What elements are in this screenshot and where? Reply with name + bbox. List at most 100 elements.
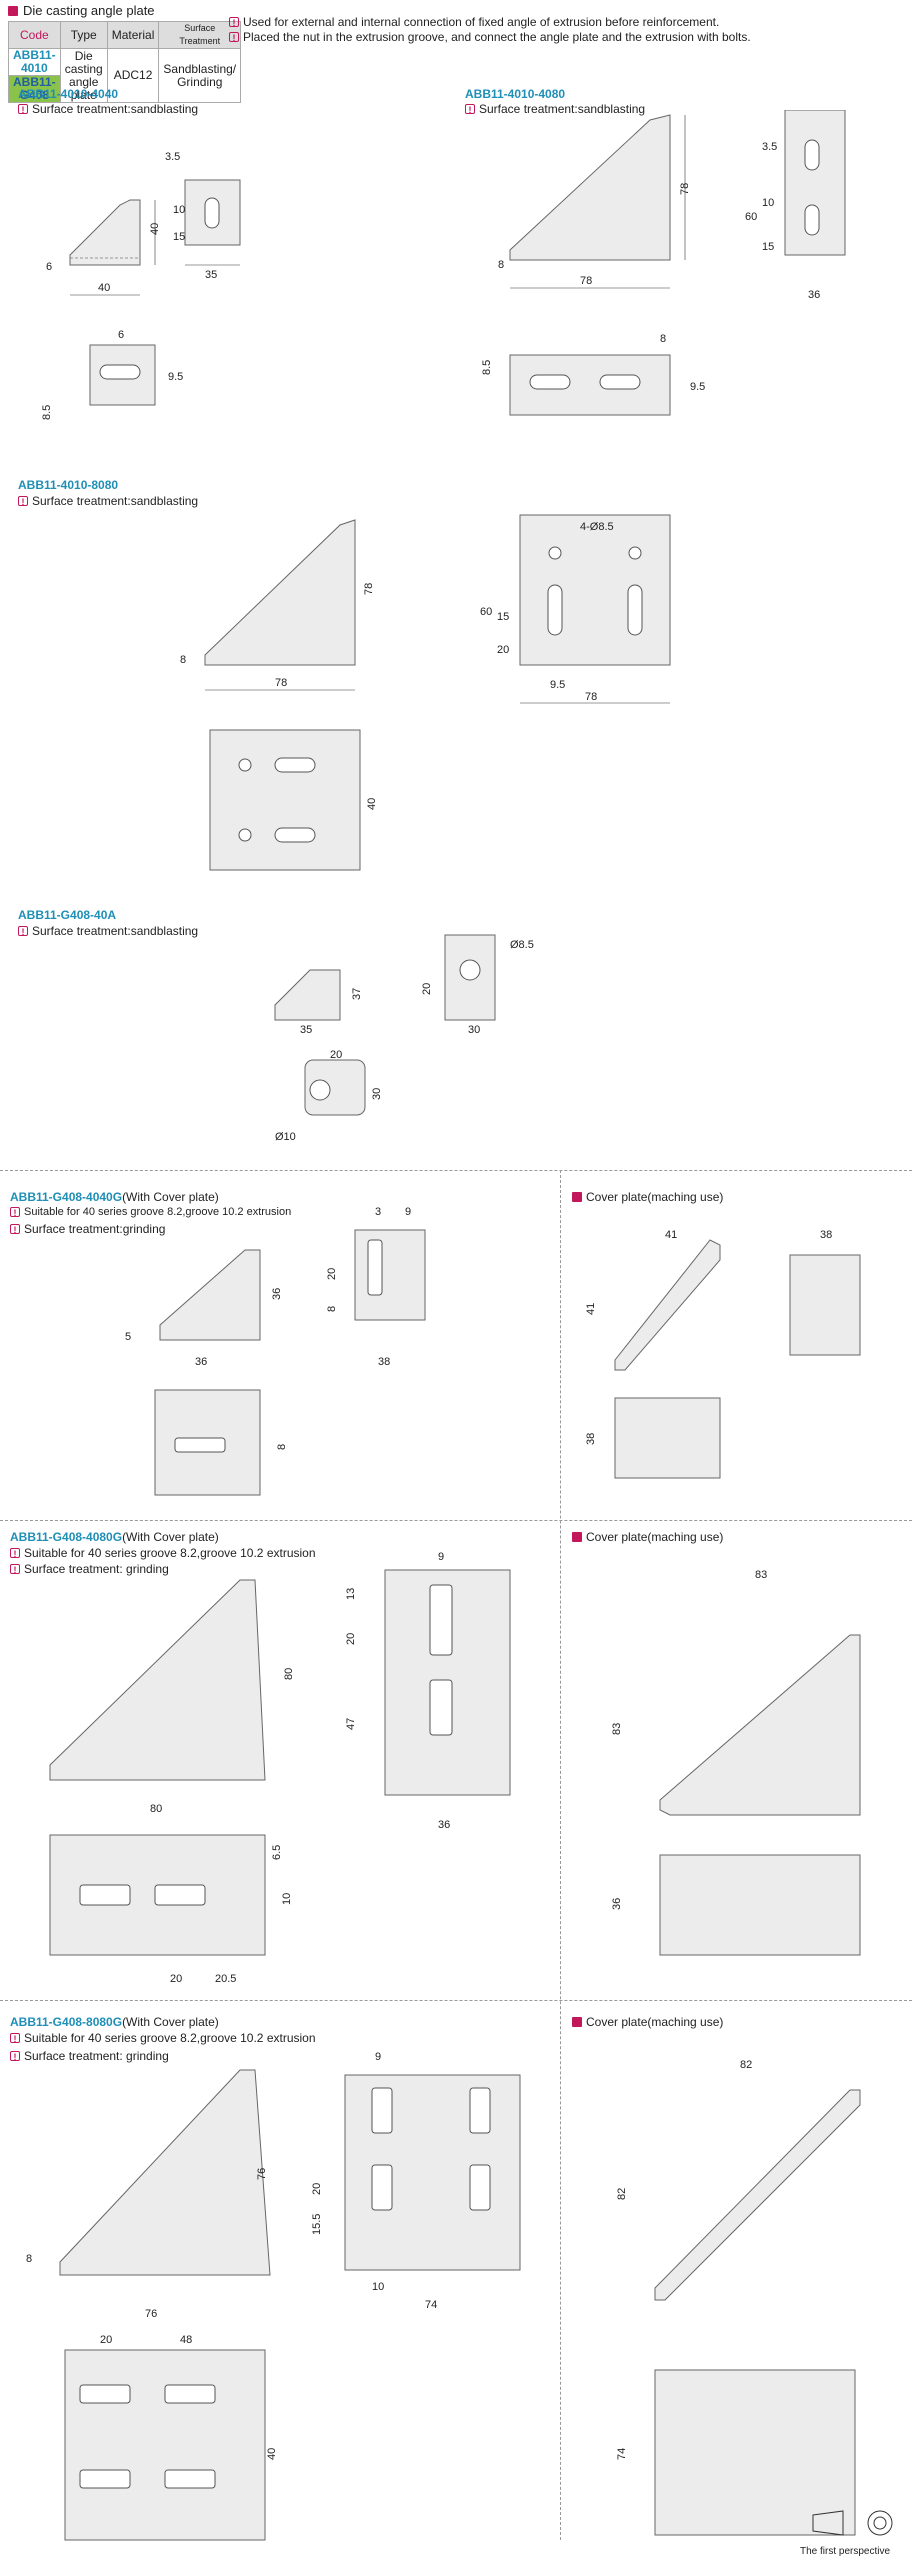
section-note: !Surface treatment:grinding [10, 1222, 165, 1236]
dim-label: 78 [580, 275, 592, 287]
drawing-4010-4080: 78 8 78 5 3.5 60 10 15 36 [498, 110, 846, 301]
bullet-square-icon [572, 2017, 582, 2027]
dim-label: 9 [375, 2051, 381, 2063]
dim-label: 20 [311, 2183, 323, 2195]
cover-plate-8080g: 82 82 74 [616, 2059, 861, 2536]
dim-label: 6.5 [271, 1845, 283, 1860]
drawing-g408-4040g: 36 5 36 3 9 20 8 38 8 [125, 1206, 426, 1496]
dim-label: 10 [372, 2281, 384, 2293]
dim-label: 8 [26, 2253, 32, 2265]
dim-label: 47 [345, 1718, 357, 1730]
cover-plate-label: Cover plate(maching use) [572, 2015, 723, 2029]
dim-label: 78 [275, 677, 287, 689]
dim-label: 40 [149, 223, 161, 235]
code-1: ABB11-4010 [8, 48, 61, 76]
dim-label: 8.5 [481, 360, 493, 375]
section-note: !Surface treatment:sandblasting [18, 924, 198, 938]
cover-plate-4040g: 41 41 38 38 [585, 1229, 861, 1479]
col-surface: Surface Treatment [158, 21, 242, 49]
section-note: !Suitable for 40 series groove 8.2,groov… [10, 1546, 316, 1560]
dim-label: 15 [173, 231, 185, 243]
dim-label: 9.5 [690, 381, 705, 393]
section-note: !Surface treatment: grinding [10, 1562, 169, 1576]
dim-label: 36 [611, 1898, 623, 1910]
section-note: !Surface treatment: grinding [10, 2049, 169, 2063]
cover-plate-4080g: 83 83 36 [611, 1569, 861, 1956]
dim-label: 78 [585, 691, 597, 703]
bullet-square-icon [572, 1532, 582, 1542]
dim-label: 20 [170, 1973, 183, 1985]
dim-label: 83 [611, 1723, 623, 1735]
dim-label: 5 [125, 1331, 131, 1343]
dim-label: 76 [256, 2168, 268, 2180]
cover-plate-label: Cover plate(maching use) [572, 1530, 723, 1544]
section-note: !Surface treatment:sandblasting [18, 494, 198, 508]
spec-table: Code Type Material Surface Treatment ABB… [8, 21, 242, 103]
dim-label: 5 [792, 110, 798, 111]
info-icon: ! [10, 2051, 20, 2062]
col-type: Type [59, 21, 108, 49]
dim-label: 38 [378, 1356, 390, 1368]
dim-label: 74 [616, 2448, 628, 2460]
section-title-4010-4080: ABB11-4010-4080 [465, 87, 566, 101]
bullet-square-icon [8, 5, 18, 16]
dim-label: 30 [371, 1088, 383, 1100]
dim-label: 8 [660, 333, 666, 345]
dim-label: 36 [808, 289, 820, 301]
dim-label: 20 [421, 983, 433, 995]
dim-label: 36 [271, 1288, 283, 1300]
drawing-4010-4040-top: 6 9.5 8.5 [41, 329, 183, 420]
section-note: !Suitable for 40 series groove 8.2,groov… [10, 2031, 316, 2045]
col-material: Material [106, 21, 160, 49]
page-title: Die casting angle plate [23, 3, 155, 18]
dim-label: 4-Ø8.5 [580, 521, 614, 533]
dim-label: 10 [762, 197, 774, 209]
dim-label: 30 [468, 1024, 480, 1036]
dim-label: 38 [585, 1433, 597, 1445]
note-2: ! Placed the nut in the extrusion groove… [229, 30, 751, 44]
section-title-g408-4080g: ABB11-G408-4080G(With Cover plate) [10, 1530, 219, 1544]
dim-label: 40 [98, 282, 110, 294]
dim-label: 8 [326, 1306, 338, 1312]
dim-label: 76 [145, 2308, 157, 2320]
dim-label: 78 [363, 583, 375, 595]
dim-label: 13 [345, 1588, 357, 1600]
dim-label: 80 [150, 1803, 162, 1815]
dim-label: 20 [497, 644, 509, 656]
dim-label: 35 [205, 269, 217, 281]
section-title-g408-40a: ABB11-G408-40A [18, 908, 117, 922]
dim-label: 74 [425, 2299, 437, 2311]
info-icon: ! [18, 104, 28, 115]
info-icon: ! [18, 926, 28, 937]
dim-label: 37 [351, 988, 363, 1000]
col-code: Code [8, 21, 61, 49]
dim-label: 40 [366, 798, 378, 810]
dim-label: 3 [375, 1206, 381, 1218]
cover-plate-label: Cover plate(maching use) [572, 1190, 723, 1204]
perspective-label: The first perspective [800, 2546, 891, 2557]
info-icon: ! [10, 1207, 20, 1218]
dim-label: 3.5 [165, 151, 180, 163]
dim-label: 5 [543, 505, 549, 506]
dim-label: 8 [276, 1444, 288, 1450]
info-icon: ! [229, 17, 239, 28]
dim-label: 20 [345, 1633, 357, 1645]
section-title-4010-8080: ABB11-4010-8080 [18, 478, 119, 492]
drawing-4010-8080: 78 8 78 5 4-Ø8.5 60 15 20 9.5 78 [180, 505, 671, 704]
dim-label: 82 [616, 2188, 628, 2200]
section-note: !Suitable for 40 series groove 8.2,groov… [10, 1206, 291, 1218]
note-1: ! Used for external and internal connect… [229, 15, 719, 29]
page-title-row: Die casting angle plate [8, 3, 155, 18]
info-icon: ! [18, 496, 28, 507]
dim-label: 8 [498, 259, 504, 271]
section-note: !Surface treatment:sandblasting [18, 102, 198, 116]
dim-label: 60 [745, 211, 757, 223]
info-icon: ! [10, 2033, 20, 2044]
section-title-g408-4040g: ABB11-G408-4040G(With Cover plate) [10, 1190, 219, 1204]
dim-label: 9.5 [168, 371, 183, 383]
dim-label: 41 [665, 1229, 677, 1241]
dim-label: 83 [755, 1569, 767, 1581]
code-2: ABB11-G408 [8, 75, 61, 103]
type-cell: Die casting angle plate [59, 48, 108, 103]
dim-label: 41 [585, 1303, 597, 1315]
